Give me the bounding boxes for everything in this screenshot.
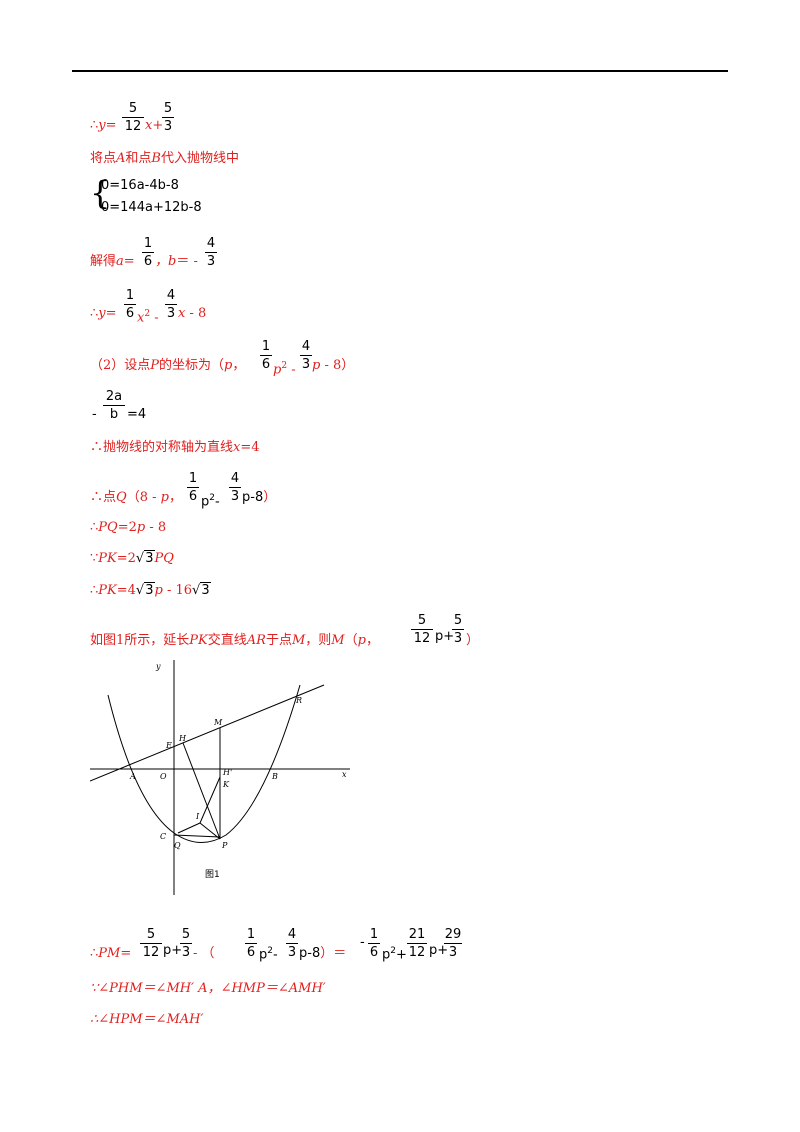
label-Hprime: H' bbox=[222, 768, 232, 777]
var-y: y bbox=[98, 118, 106, 133]
system-eq-1: 0=16a-4b-8 bbox=[101, 178, 179, 193]
label-B: B bbox=[271, 772, 278, 781]
line-3-b: ，b＝ - bbox=[155, 254, 198, 269]
label-H: H bbox=[178, 734, 187, 743]
label-P: P bbox=[221, 841, 228, 850]
segment-HP bbox=[182, 742, 221, 840]
line-12: 如图1所示，延长PK交直线AR于点M，则M（p， bbox=[90, 633, 379, 648]
label-Q: Q bbox=[174, 841, 181, 850]
label-C: C bbox=[160, 832, 166, 841]
pm-neg: - bbox=[360, 935, 365, 950]
line-8: ∴点Q（8 - p， bbox=[90, 490, 182, 505]
system-eq-2: 0=144a+12b-8 bbox=[101, 200, 202, 215]
pm-p1: p+ bbox=[163, 943, 183, 958]
label-y: y bbox=[155, 662, 161, 671]
segment-QP bbox=[173, 834, 221, 838]
label-O: O bbox=[160, 772, 167, 781]
line-15: ∴∠HPM＝∠MAH′ bbox=[90, 1012, 204, 1027]
equals: = bbox=[105, 118, 117, 133]
label-K: K bbox=[222, 780, 230, 789]
label-x: x bbox=[342, 770, 347, 779]
segment-QI bbox=[177, 822, 201, 834]
parabola-figure: y x O A B C E H M R H' K I Q P 图1 bbox=[90, 660, 350, 895]
line-7: ∴抛物线的对称轴为直线x=4 bbox=[90, 440, 260, 455]
system-brace: { bbox=[90, 174, 111, 212]
line-8-end: p-8） bbox=[242, 490, 277, 505]
label-I: I bbox=[195, 812, 200, 821]
pm-p2: p2- bbox=[259, 946, 278, 963]
line-4-end: x - 8 bbox=[178, 306, 207, 321]
pm-p4: p2+ bbox=[382, 946, 407, 963]
line-5: （2）设点P的坐标为（p， bbox=[90, 358, 246, 373]
pm-minus: - （ bbox=[193, 946, 215, 961]
line-6-minus: - bbox=[92, 407, 97, 422]
pm-p5: p+ bbox=[429, 943, 449, 958]
line-12-close: ） bbox=[466, 633, 480, 648]
label-E: E bbox=[165, 741, 172, 750]
segment-IP bbox=[199, 822, 221, 840]
line-14: ∵∠PHM＝∠MH′ A，∠HMP＝∠AMH′ bbox=[90, 981, 326, 996]
segment-IK bbox=[199, 776, 221, 824]
line-4: ∴y= bbox=[90, 306, 117, 321]
var-x: x+ bbox=[145, 118, 164, 133]
line-3: 解得a= bbox=[90, 254, 135, 269]
line-5-mid: p2 - bbox=[273, 361, 296, 378]
figure-caption: 图1 bbox=[205, 869, 220, 880]
line-10: ∵PK=2√3PQ bbox=[90, 550, 174, 566]
line-9: ∴PQ=2p - 8 bbox=[90, 520, 167, 535]
header-rule bbox=[72, 70, 728, 72]
pm-close: p-8）＝ bbox=[299, 946, 347, 961]
line-4-mid: x2 - bbox=[137, 309, 159, 326]
line-11: ∴PK=4√3p - 16√3 bbox=[90, 582, 211, 598]
label-A: A bbox=[129, 772, 136, 781]
label-R: R bbox=[295, 696, 302, 705]
label-M: M bbox=[213, 718, 223, 727]
line-13: ∴PM= bbox=[90, 946, 132, 961]
line-12-p: p+ bbox=[435, 629, 455, 644]
line-8-mid: p2- bbox=[201, 493, 220, 510]
parabola-curve bbox=[107, 684, 301, 843]
line-1: ∴y= bbox=[90, 118, 117, 134]
line-2: 将点A和点B代入抛物线中 bbox=[90, 151, 239, 166]
line-5-end: p - 8） bbox=[312, 358, 355, 373]
therefore-symbol: ∴ bbox=[90, 118, 99, 133]
line-AR bbox=[90, 684, 325, 782]
line-6-eq: =4 bbox=[127, 407, 147, 422]
